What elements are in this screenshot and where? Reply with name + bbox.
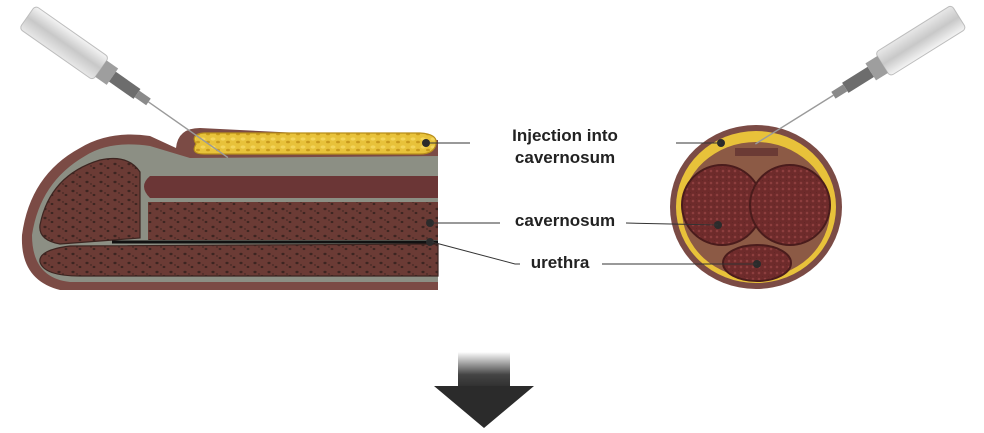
injection-label-line2: cavernosum [514,148,616,167]
down-arrow-icon [434,352,534,428]
upper-band [144,176,438,198]
left-syringe-icon [20,6,229,159]
injection-label: Injection into cavernosum [490,125,640,169]
injected-fluid [193,132,437,155]
urethra-point-dot [426,238,434,246]
cross-tunica-cap [735,148,778,156]
glans [39,157,141,245]
longitudinal-section [21,128,439,290]
right-syringe-icon [755,5,966,145]
cavernosum-region [148,202,438,240]
cross-section [670,125,842,289]
injection-label-line1: Injection into [512,126,618,145]
urethra-label: urethra [530,253,590,272]
right-cavernosum-body [749,164,831,246]
spongiosum-region [39,243,439,277]
leader-lines [430,142,757,265]
cavernosum-label: cavernosum [514,211,616,230]
injection-point-dot [422,139,430,147]
cavernosum-point-dot [426,219,434,227]
